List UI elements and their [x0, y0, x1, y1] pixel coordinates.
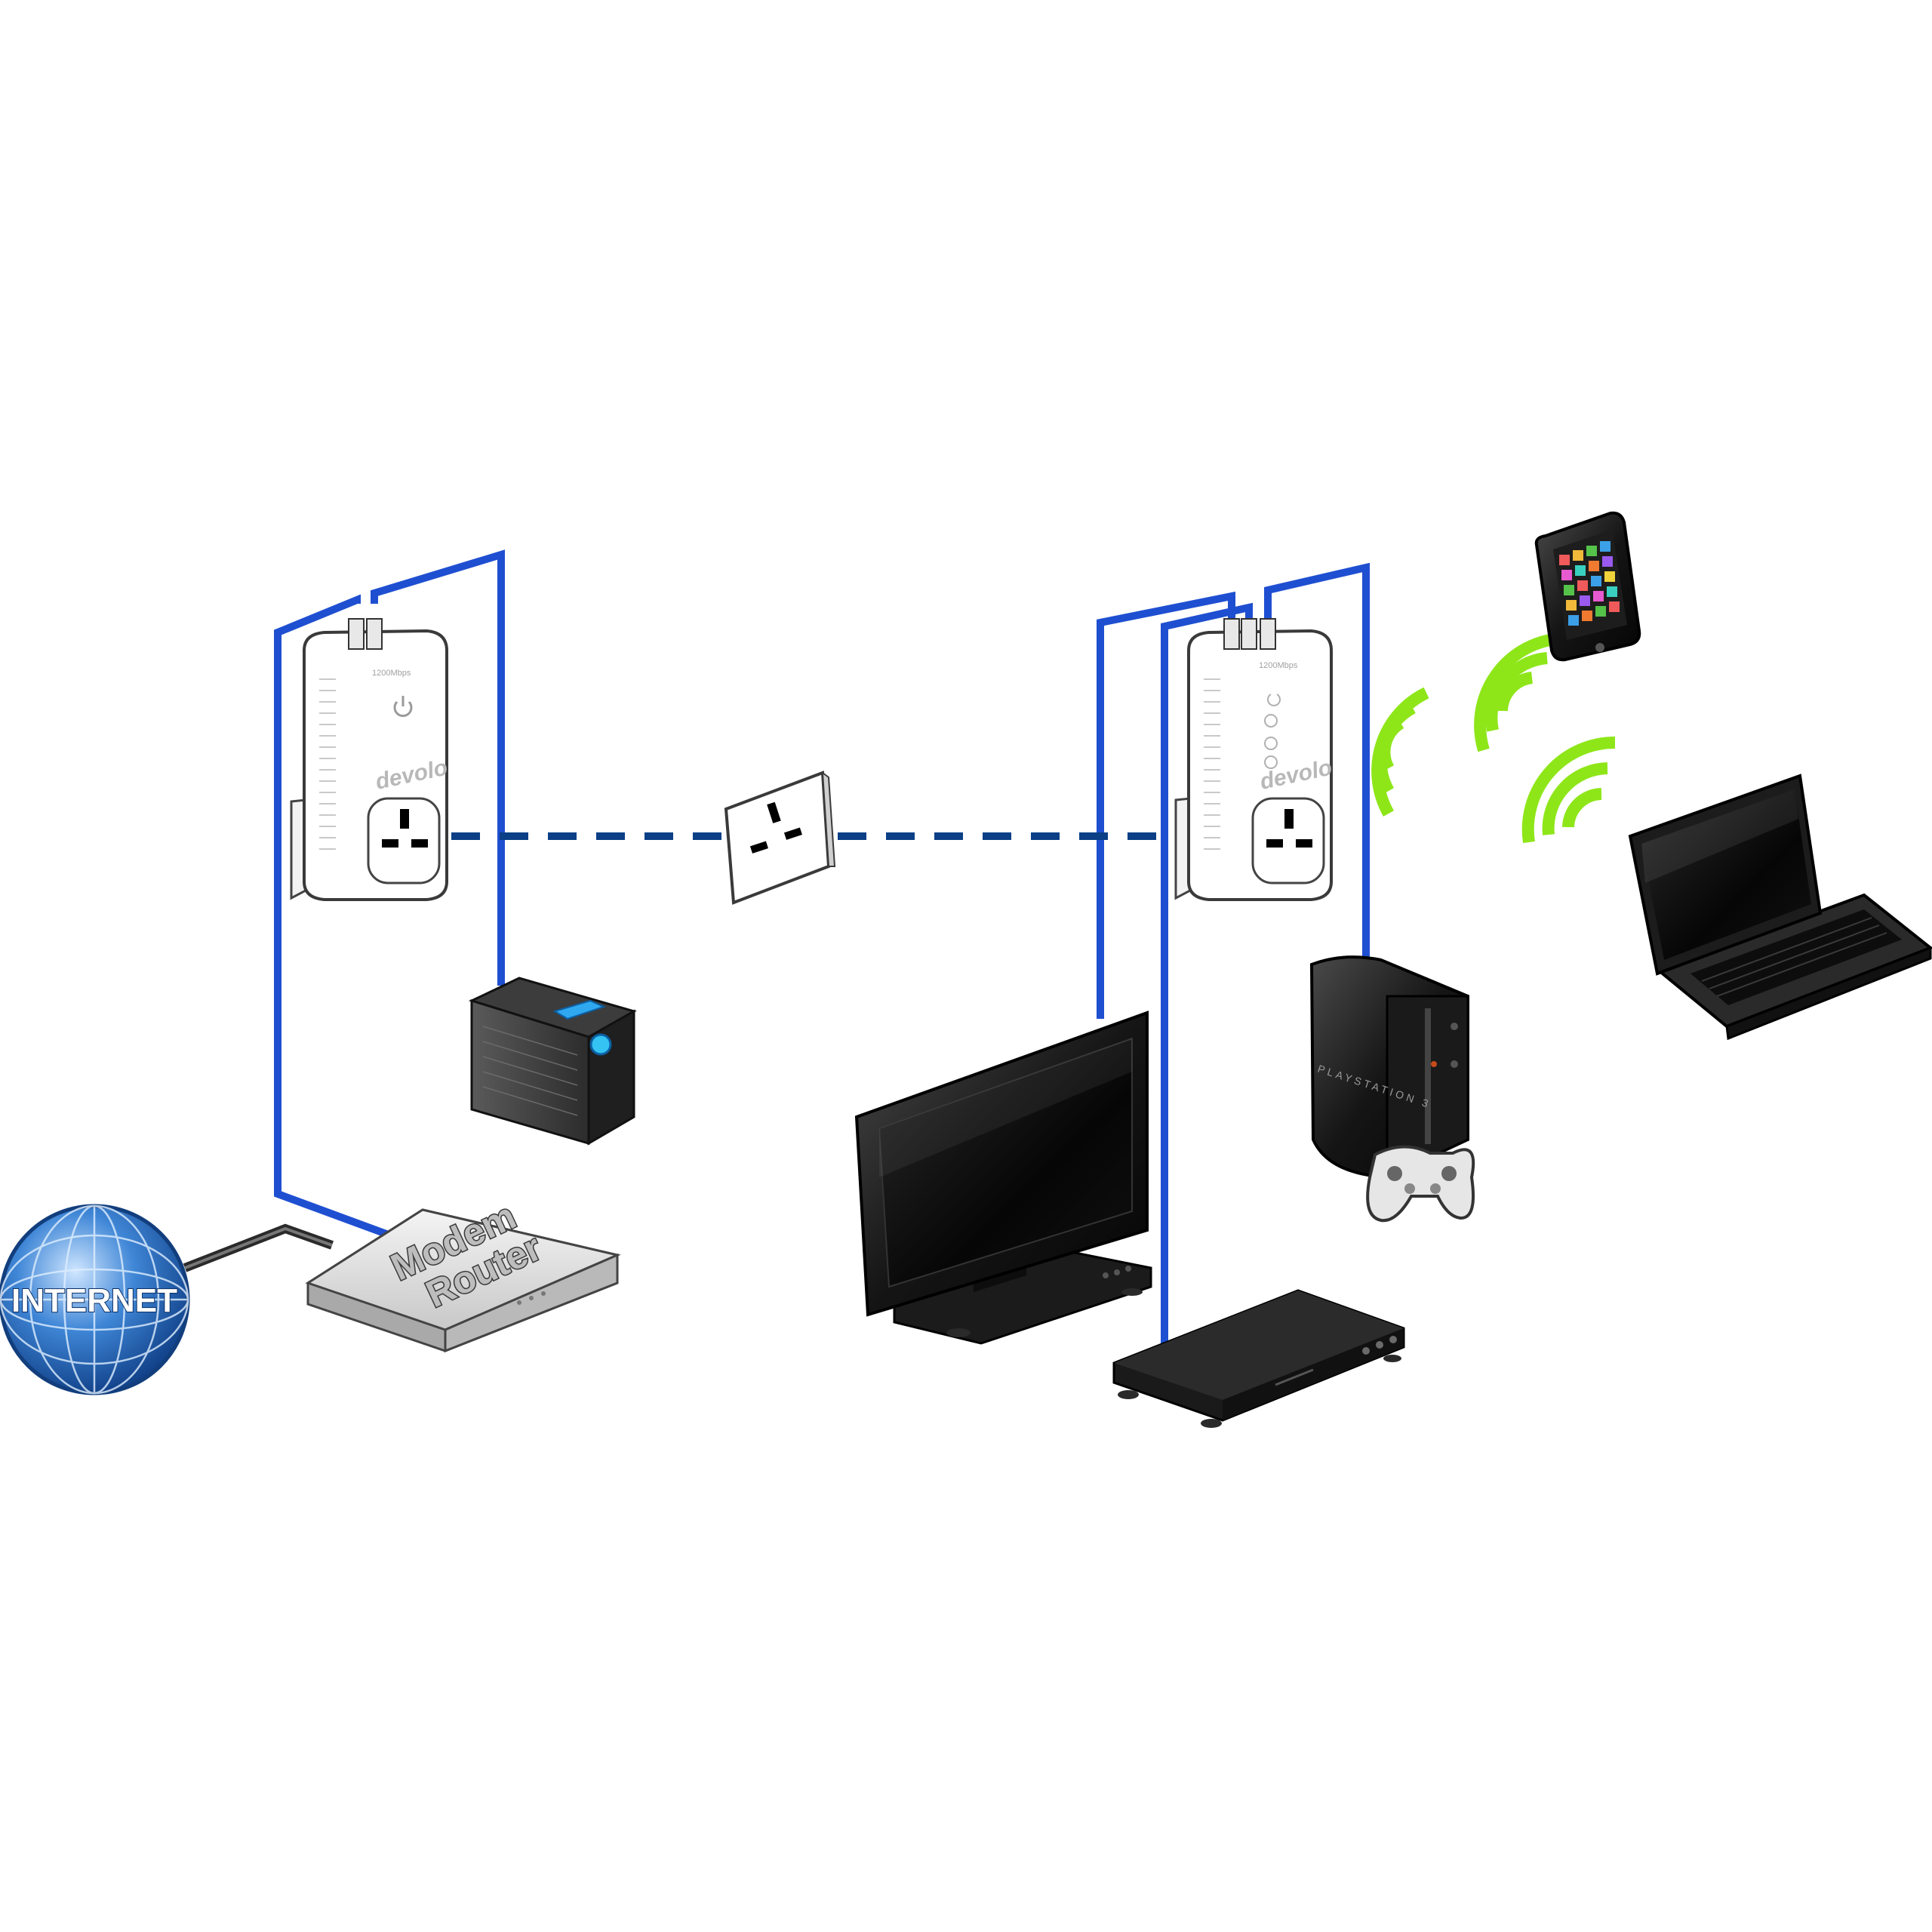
media-player-icon: [1112, 1289, 1405, 1428]
powerline-adapter-icon: 1200Mbps devolo: [1174, 618, 1334, 901]
globe-icon: INTERNET: [0, 1204, 190, 1395]
network-cables: [183, 549, 1370, 1345]
wifi-waves-left: [1371, 687, 1429, 817]
router-icon: Modem Router: [305, 1193, 621, 1353]
tv-icon: [854, 1011, 1152, 1345]
nas-drive-icon: [468, 977, 637, 1146]
internet-cable: [183, 1223, 334, 1272]
gamepad-icon: [1366, 1145, 1475, 1223]
cable-adapter-to-nas: [371, 549, 505, 986]
wifi-waves-bottom: [1521, 736, 1616, 844]
wifi-waves-top: [1474, 632, 1563, 752]
power-icon: [393, 696, 413, 717]
cable-adapter-to-router: [274, 594, 394, 1240]
internet-label: INTERNET: [11, 1282, 177, 1319]
cable-adapter-to-tv: [1097, 591, 1235, 1019]
wifi-waves-icon: [1371, 632, 1616, 844]
wall-socket-icon: [724, 771, 836, 905]
cable-adapter-to-player: [1161, 602, 1253, 1345]
adapter-left-speed: 1200Mbps: [372, 669, 411, 678]
powerline-adapter-icon: 1200Mbps devolo: [290, 618, 450, 901]
laptop-icon: [1628, 774, 1932, 1041]
game-console-icon: PLAYSTATION 3: [1309, 955, 1469, 1180]
cable-adapter-to-console: [1264, 562, 1370, 957]
adapter-right-speed: 1200Mbps: [1259, 661, 1298, 670]
smartphone-icon: [1534, 511, 1641, 662]
